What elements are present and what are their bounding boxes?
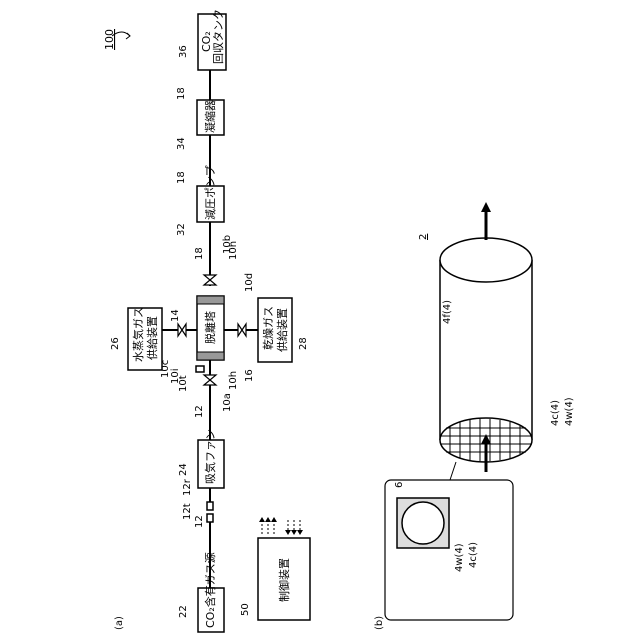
figure-a-label: (a) [114,616,125,630]
controller-signal-arrows [259,517,303,535]
ref-16: 16 [244,369,255,382]
ref-4c-b: 4c(4) [468,542,479,568]
ref-4f: 4f(4) [442,300,453,324]
ref-10i: 10i [170,368,181,384]
controller-text: 制御装置 [277,558,291,602]
signal-in-heads [285,530,303,535]
ref-4w-b: 4w(4) [454,543,465,572]
tower-text: 脱離塔 [203,311,217,344]
ref-24: 24 [178,463,189,476]
inset-leader [450,462,456,480]
joint-12r [207,502,213,510]
ref-10a: 10a [222,393,233,412]
valve-10c [178,324,186,336]
ref-100: 100 [103,29,116,50]
ref-14: 14 [170,309,181,322]
ref-50: 50 [240,603,251,616]
dry-text-1: 乾燥ガス [262,306,275,350]
ref-4w-a: 4w(4) [564,397,575,426]
co2-source-text: CO₂含有ガス源 [203,552,217,628]
ref-10b: 10b [222,235,233,254]
signal-out-heads [259,517,277,522]
valve-10b [204,275,216,285]
ref-2: 2 [418,234,429,240]
joint-12t [207,514,213,522]
ref-10h-bottom: 10h [228,371,239,390]
cylinder-body-fill [440,260,532,440]
tower-filter-10h-bottom [197,352,224,360]
ref-12r: 12r [182,478,193,496]
ref-28: 28 [298,337,309,350]
ref-12-b: 12 [194,405,205,418]
tank-text-2: 回収タンク [212,9,225,64]
ref-22: 22 [178,605,189,618]
sensor-10i [196,366,204,372]
ref-12t: 12t [182,503,193,520]
ref-32: 32 [176,223,187,236]
condenser-text: 凝縮器 [203,100,217,133]
steam-text-2: 供給装置 [145,316,159,360]
rotated-figure: (a) 100 CO₂含有ガス源 22 12t 12r 12 吸気ファン 24 … [103,9,575,632]
ref-26: 26 [110,337,121,350]
arrow-out-head [481,202,491,212]
ref-18-c: 18 [176,87,187,100]
valve-10a [204,375,216,385]
honeycomb-cylinder [440,238,532,462]
ref-10d: 10d [244,273,255,292]
pump-text: 減圧ポンプ [203,165,217,220]
fan-text: 吸気ファン [203,429,217,484]
dry-text-2: 供給装置 [275,308,289,352]
ref-6: 6 [394,482,405,488]
ref-4c-a: 4c(4) [550,400,561,426]
cylinder-outlet-face [440,238,532,282]
ref-18-a: 18 [194,247,205,260]
figure-b-label: (b) [374,616,385,630]
ref-18-b: 18 [176,171,187,184]
ref-34: 34 [176,137,187,150]
tower-filter-10h-top [197,296,224,304]
steam-text-1: 水蒸気ガス [131,307,145,362]
ref-12-a: 12 [194,515,205,528]
valve-10d [238,324,246,336]
ref-36: 36 [178,45,189,58]
inset-cell-channel [402,502,444,544]
